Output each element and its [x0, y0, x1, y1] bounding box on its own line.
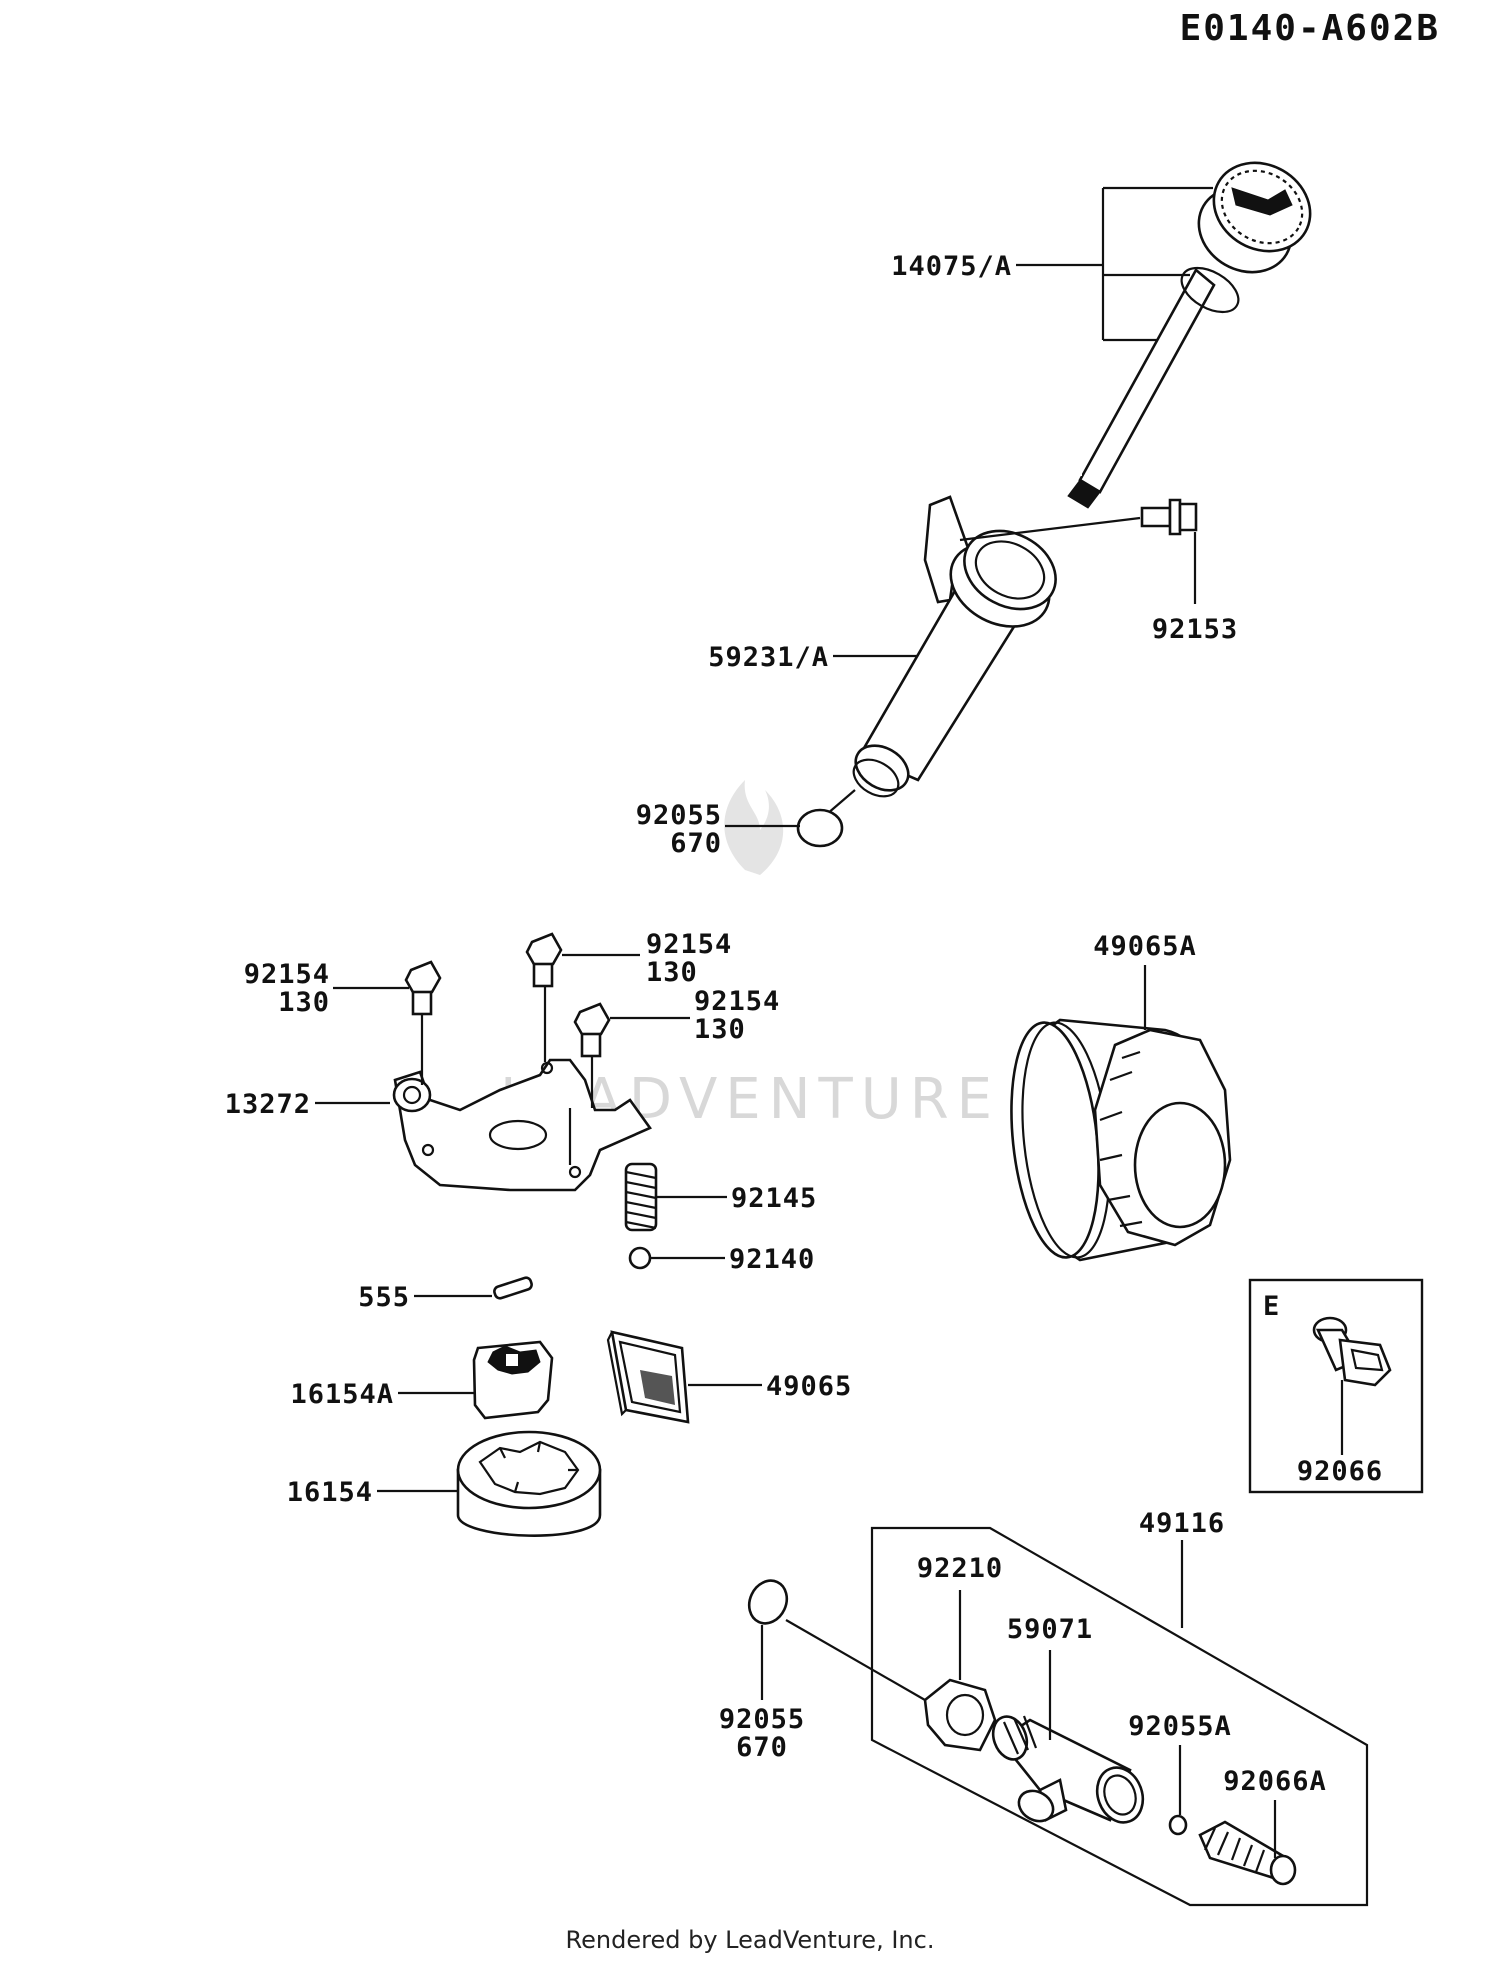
drain-oring-part[interactable]	[742, 1574, 926, 1701]
drain-valve-part[interactable]	[987, 1650, 1150, 1829]
footer-credit: Rendered by LeadVenture, Inc.	[566, 1926, 935, 1954]
callout-92140: 92140	[729, 1244, 815, 1275]
oil-filler-tube-part[interactable]	[847, 495, 1069, 804]
relief-spring-part[interactable]	[624, 1162, 658, 1232]
callout-130-right: 130	[694, 1014, 746, 1045]
callout-92210: 92210	[917, 1553, 1003, 1584]
callout-92066a: 92066A	[1223, 1766, 1327, 1797]
callout-92055a: 92055A	[1128, 1711, 1232, 1742]
callout-130-top: 130	[646, 957, 698, 988]
filler-tube-oring-part[interactable]	[796, 789, 856, 848]
callout-92153: 92153	[1152, 614, 1238, 645]
rotor-pin-part[interactable]	[493, 1276, 533, 1300]
outer-rotor-part[interactable]	[456, 1430, 602, 1537]
plate-bolt-top-part[interactable]	[525, 932, 563, 1062]
oil-filter-part[interactable]	[1001, 1018, 1232, 1262]
callout-92055-tube: 92055	[636, 800, 722, 831]
callout-555: 555	[358, 1282, 410, 1313]
callout-59231a: 59231/A	[708, 642, 829, 673]
callout-13272: 13272	[225, 1089, 311, 1120]
callout-49065a: 49065A	[1093, 931, 1197, 962]
drain-nut-part[interactable]	[923, 1590, 997, 1752]
callout-670-tube: 670	[670, 828, 722, 859]
small-oring-part[interactable]	[1168, 1745, 1188, 1836]
callout-49065: 49065	[766, 1371, 852, 1402]
callout-92154-right: 92154	[694, 986, 780, 1017]
callout-16154: 16154	[287, 1477, 373, 1508]
diagram-id: E0140-A602B	[1180, 8, 1440, 49]
callout-92154-top: 92154	[646, 929, 732, 960]
callout-92154-left: 92154	[244, 959, 330, 990]
callout-16154a: 16154A	[290, 1379, 394, 1410]
plug-92066-part[interactable]	[1312, 1316, 1392, 1455]
relief-ball-part[interactable]	[628, 1246, 652, 1270]
callout-92145: 92145	[731, 1183, 817, 1214]
drain-plug-part[interactable]	[1198, 1800, 1297, 1886]
callout-92055-drain: 92055	[719, 1704, 805, 1735]
inset-e-box: E	[1248, 1278, 1424, 1494]
callout-130-left: 130	[278, 987, 330, 1018]
pump-plate-part[interactable]	[392, 1058, 652, 1192]
dipstick-part[interactable]	[1067, 146, 1326, 509]
drain-assembly-frame	[870, 1526, 1369, 1907]
callout-92066: 92066	[1297, 1456, 1383, 1487]
plate-bolt-right-part[interactable]	[568, 1002, 611, 1165]
callout-670-drain: 670	[736, 1732, 788, 1763]
callout-14075a: 14075/A	[891, 251, 1012, 282]
filler-tube-bolt-part[interactable]	[959, 498, 1198, 600]
inner-rotor-part[interactable]	[472, 1340, 554, 1420]
oil-screen-part[interactable]	[606, 1330, 690, 1424]
callout-49116: 49116	[1139, 1508, 1225, 1539]
callout-59071: 59071	[1007, 1614, 1093, 1645]
inset-e-label: E	[1263, 1291, 1280, 1322]
plate-bolt-left-part[interactable]	[404, 960, 442, 1085]
